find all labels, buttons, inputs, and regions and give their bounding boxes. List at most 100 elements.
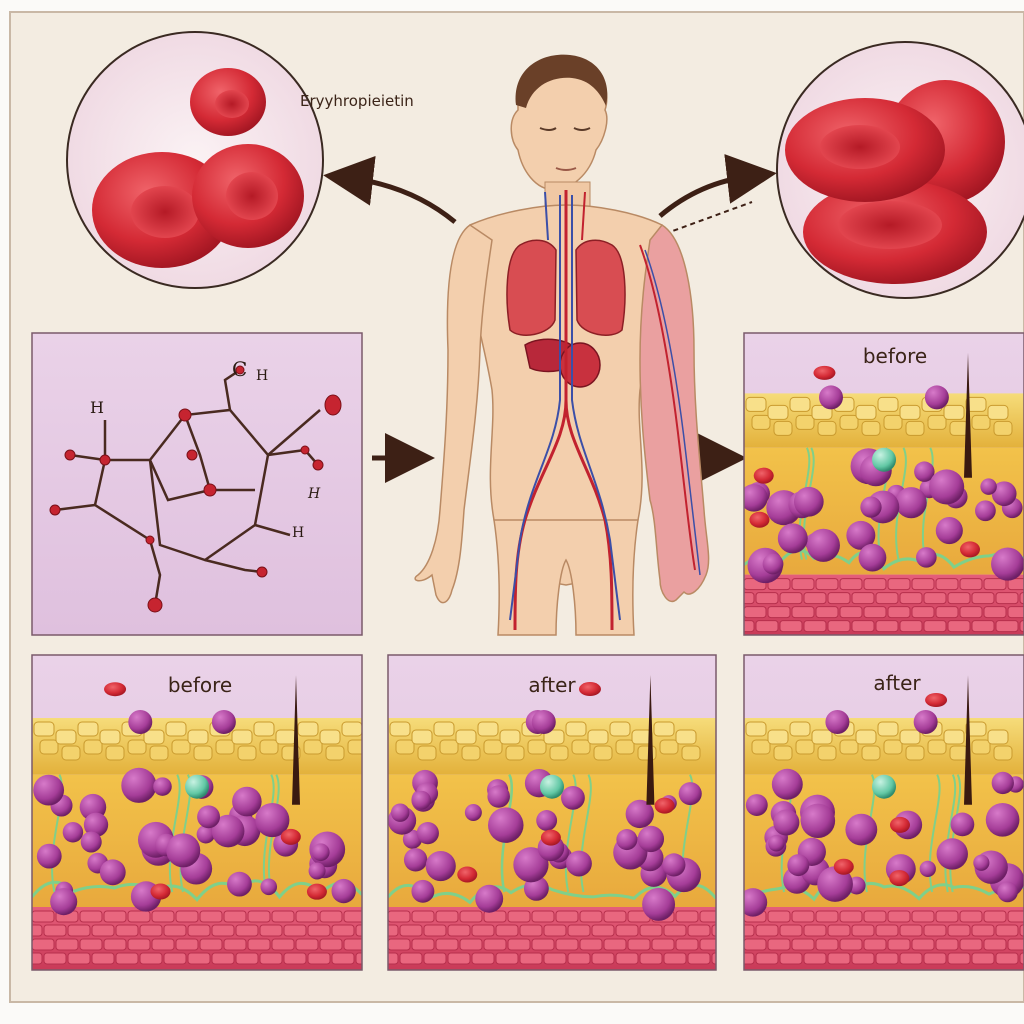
purple-cell bbox=[768, 834, 785, 852]
blood-cell-icon bbox=[190, 68, 266, 136]
blood-cell-icon bbox=[306, 883, 327, 900]
atom bbox=[99, 454, 111, 466]
arrow-icon bbox=[323, 155, 457, 224]
capillary bbox=[564, 774, 577, 893]
purple-cell bbox=[773, 809, 800, 836]
purple-cell bbox=[825, 710, 850, 734]
purple-cell bbox=[211, 814, 245, 848]
hormone-name-label: Eryyhropieietin bbox=[300, 92, 414, 110]
green-cell bbox=[872, 447, 896, 472]
purple-cell bbox=[771, 768, 803, 800]
purple-cell bbox=[475, 884, 504, 913]
purple-cell bbox=[860, 496, 882, 518]
purple-cell bbox=[99, 859, 126, 886]
blood-cell-icon bbox=[654, 797, 675, 814]
lungs bbox=[575, 239, 626, 336]
purple-cell bbox=[924, 385, 949, 410]
purple-cell bbox=[817, 866, 853, 902]
purple-cell bbox=[913, 710, 938, 734]
purple-cell bbox=[991, 481, 1017, 507]
purple-cell bbox=[787, 854, 810, 877]
purple-cell bbox=[916, 547, 937, 568]
purple-cell bbox=[390, 803, 410, 822]
purple-cell bbox=[616, 829, 638, 851]
lungs bbox=[506, 239, 557, 336]
atom bbox=[312, 459, 324, 471]
purple-cell bbox=[464, 803, 482, 822]
purple-cell bbox=[561, 785, 585, 810]
purple-cell bbox=[197, 805, 221, 829]
purple-cell bbox=[662, 853, 686, 877]
purple-cell bbox=[845, 813, 878, 846]
tissue-panel-after-right bbox=[743, 654, 1024, 971]
blood-cell-icon bbox=[833, 858, 854, 875]
tissue-panel-before-left bbox=[31, 654, 363, 971]
purple-cell bbox=[895, 487, 927, 519]
purple-cell bbox=[744, 888, 768, 917]
purple-cell bbox=[980, 478, 997, 495]
panel-label-before-left: before bbox=[168, 673, 232, 697]
needle-arrow-icon bbox=[964, 353, 972, 478]
blood-cell-icon bbox=[925, 693, 948, 708]
blood-cell-icon bbox=[753, 467, 774, 484]
blood-vessels bbox=[509, 190, 701, 631]
purple-cell bbox=[83, 812, 109, 837]
blood-cell-icon bbox=[192, 144, 304, 248]
purple-cell bbox=[985, 802, 1020, 837]
purple-cell bbox=[487, 807, 524, 843]
purple-cell bbox=[36, 843, 62, 869]
purple-cell bbox=[858, 543, 887, 572]
needle-arrow-icon bbox=[964, 675, 972, 805]
panel-label-before-right: before bbox=[863, 344, 927, 368]
purple-cell bbox=[232, 786, 262, 817]
atom bbox=[49, 504, 61, 516]
purple-cell bbox=[744, 483, 768, 512]
purple-cell bbox=[919, 860, 936, 878]
purple-cell bbox=[762, 553, 784, 575]
capillary bbox=[944, 774, 957, 893]
purple-cell bbox=[793, 486, 824, 517]
atom bbox=[324, 394, 342, 416]
purple-cell bbox=[800, 803, 836, 839]
blood-cell-icon bbox=[150, 883, 171, 900]
atom bbox=[186, 449, 198, 461]
atom bbox=[203, 483, 217, 497]
purple-cell bbox=[637, 825, 665, 853]
purple-cell bbox=[991, 771, 1014, 795]
purple-cell bbox=[411, 879, 435, 903]
purple-cell bbox=[50, 888, 78, 916]
atom-label: H bbox=[256, 368, 268, 384]
purple-cell bbox=[416, 822, 439, 845]
purple-cell bbox=[973, 854, 990, 871]
molecule-panel: C H H H H bbox=[31, 332, 363, 636]
top-right-blood-cell-circle bbox=[776, 41, 1024, 299]
capillary bbox=[928, 774, 941, 893]
purple-cell bbox=[311, 843, 330, 862]
purple-cell bbox=[425, 850, 456, 882]
blood-cell-icon bbox=[749, 511, 770, 528]
needle-arrow-icon bbox=[646, 675, 655, 805]
atom-label: H bbox=[307, 486, 321, 502]
purple-cell bbox=[625, 799, 654, 829]
purple-cell bbox=[914, 461, 935, 482]
green-cell bbox=[185, 774, 209, 799]
blood-cell-icon bbox=[889, 816, 910, 833]
purple-cell bbox=[153, 777, 172, 796]
purple-cell bbox=[991, 547, 1024, 581]
needle-arrow-icon bbox=[292, 675, 300, 805]
tissue-panel-before-right bbox=[743, 332, 1024, 636]
purple-cell bbox=[818, 385, 843, 410]
purple-cell bbox=[260, 878, 278, 896]
purple-cell bbox=[80, 831, 102, 853]
purple-cell bbox=[929, 469, 965, 505]
purple-cell bbox=[846, 520, 876, 550]
atom bbox=[64, 449, 76, 461]
purple-cell bbox=[997, 881, 1018, 903]
top-left-blood-cell-circle bbox=[66, 31, 324, 289]
blood-cell-icon bbox=[785, 98, 945, 202]
blood-cell-icon bbox=[457, 866, 478, 883]
blood-cell-icon bbox=[803, 180, 987, 284]
purple-cell bbox=[33, 774, 65, 806]
purple-cell bbox=[936, 838, 968, 870]
